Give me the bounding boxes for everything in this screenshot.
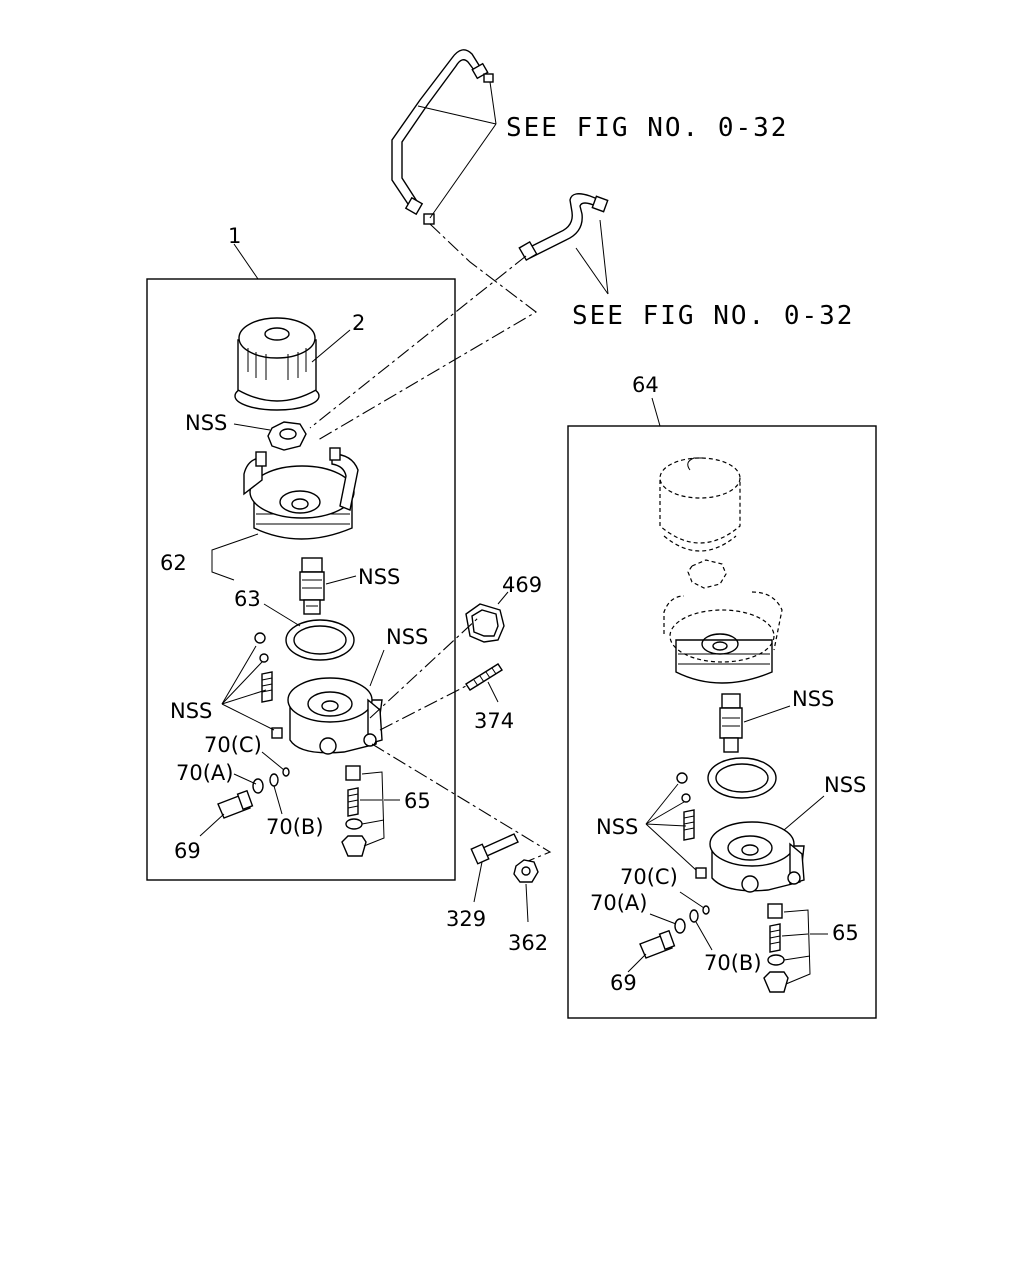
center-nut	[267, 421, 307, 451]
oil-cooler-head	[243, 447, 359, 540]
leader-63	[263, 603, 301, 627]
leader-70a	[233, 773, 257, 785]
callout-69-left: 69	[174, 839, 201, 863]
stud-alignment-line	[379, 685, 467, 731]
callout-nss-body: NSS	[386, 625, 428, 649]
callout-374: 374	[474, 709, 514, 733]
stud-374	[465, 663, 503, 691]
callout-nss-parts-right: NSS	[596, 815, 638, 839]
callout-64: 64	[632, 373, 659, 397]
leader-nss-plug	[221, 703, 275, 731]
see-fig-reference-middle: SEE FIG NO. 0-32	[572, 301, 854, 331]
callout-2: 2	[352, 311, 365, 335]
filter-base-body	[287, 677, 383, 755]
nut-362	[513, 859, 539, 883]
lower-hose	[518, 193, 609, 262]
leader-69-right	[627, 953, 647, 973]
callout-nss-nut: NSS	[185, 411, 227, 435]
assembly-64-frame	[567, 425, 877, 1019]
see-fig-reference-top: SEE FIG NO. 0-32	[506, 113, 788, 143]
callout-65-right: 65	[832, 921, 859, 945]
oil-filter-cartridge	[234, 317, 320, 411]
leader-469	[497, 591, 509, 605]
leader-nss-body	[369, 649, 385, 687]
callout-nss-parts: NSS	[170, 699, 212, 723]
leader-362	[525, 883, 529, 923]
leader-62-63	[211, 533, 259, 581]
callout-70a-left: 70(A)	[176, 761, 233, 785]
leader-1	[233, 243, 259, 280]
o-ring-63	[285, 619, 355, 661]
leader-nss-nut	[233, 423, 271, 431]
leader-329	[473, 861, 483, 903]
leader-nss-ball-right	[645, 783, 679, 825]
leader-nss-plug-right	[645, 823, 697, 871]
reference-leaders	[309, 81, 609, 441]
callout-65-left: 65	[404, 789, 431, 813]
callout-70b-left: 70(B)	[266, 815, 324, 839]
leader-nss-spring-right	[645, 823, 687, 827]
center-fitting-right	[719, 693, 743, 753]
callout-62: 62	[160, 551, 187, 575]
callout-nss-body-right: NSS	[824, 773, 866, 797]
leader-nss-seat	[221, 661, 263, 705]
oil-filter-cartridge-dotted	[659, 457, 741, 552]
gasket-469	[465, 603, 505, 643]
bolt-69-parts	[217, 767, 290, 819]
relief-valve-parts	[254, 632, 283, 739]
callout-469: 469	[502, 573, 542, 597]
leader-65-spring-right	[781, 933, 809, 937]
bolt-329	[470, 833, 519, 865]
leader-374	[487, 681, 499, 703]
callout-69-right: 69	[610, 971, 637, 995]
callout-70c-right: 70(C)	[620, 865, 678, 889]
callout-70b-right: 70(B)	[704, 951, 762, 975]
leader-70b-right	[695, 921, 713, 951]
leader-65-group-right	[783, 909, 811, 985]
callout-nss-fitting-right: NSS	[792, 687, 834, 711]
assembly-1-frame	[146, 278, 456, 881]
leader-70a-right	[649, 913, 677, 925]
valve-stack-65	[341, 765, 367, 857]
valve-stack-65-right	[763, 903, 789, 993]
leader-64	[651, 397, 661, 427]
leader-70c-right	[679, 891, 705, 909]
center-fitting	[299, 557, 325, 615]
callout-362: 362	[508, 931, 548, 955]
leader-70c	[261, 751, 285, 771]
callout-63: 63	[234, 587, 261, 611]
o-ring-right	[707, 757, 777, 799]
callout-70a-right: 70(A)	[590, 891, 647, 915]
upper-hose	[391, 49, 494, 225]
callout-329: 329	[446, 907, 486, 931]
leader-nss-spring	[221, 689, 267, 705]
leader-nss-seat-right	[645, 801, 685, 825]
bolt-69-parts-right	[639, 905, 710, 959]
callout-nss-fitting: NSS	[358, 565, 400, 589]
callout-1: 1	[228, 224, 241, 248]
leader-2	[311, 329, 351, 363]
leader-nss-ball	[221, 645, 257, 705]
leader-nss-fitting-right	[743, 705, 791, 723]
leader-65-washer	[361, 819, 385, 825]
leader-70b	[273, 785, 283, 815]
callout-70c-left: 70(C)	[204, 733, 262, 757]
filter-base-body-right	[709, 821, 805, 893]
leader-nss-body-right	[783, 795, 825, 831]
leader-nss-fitting	[325, 575, 357, 585]
leader-65-group	[361, 771, 385, 847]
leader-65-washer-right	[783, 955, 811, 961]
bolt-alignment-line	[371, 743, 552, 867]
center-nut-dotted	[687, 559, 727, 589]
oil-cooler-head-dotted	[663, 591, 783, 684]
relief-valve-parts-right	[676, 772, 707, 879]
leader-69	[199, 813, 225, 837]
